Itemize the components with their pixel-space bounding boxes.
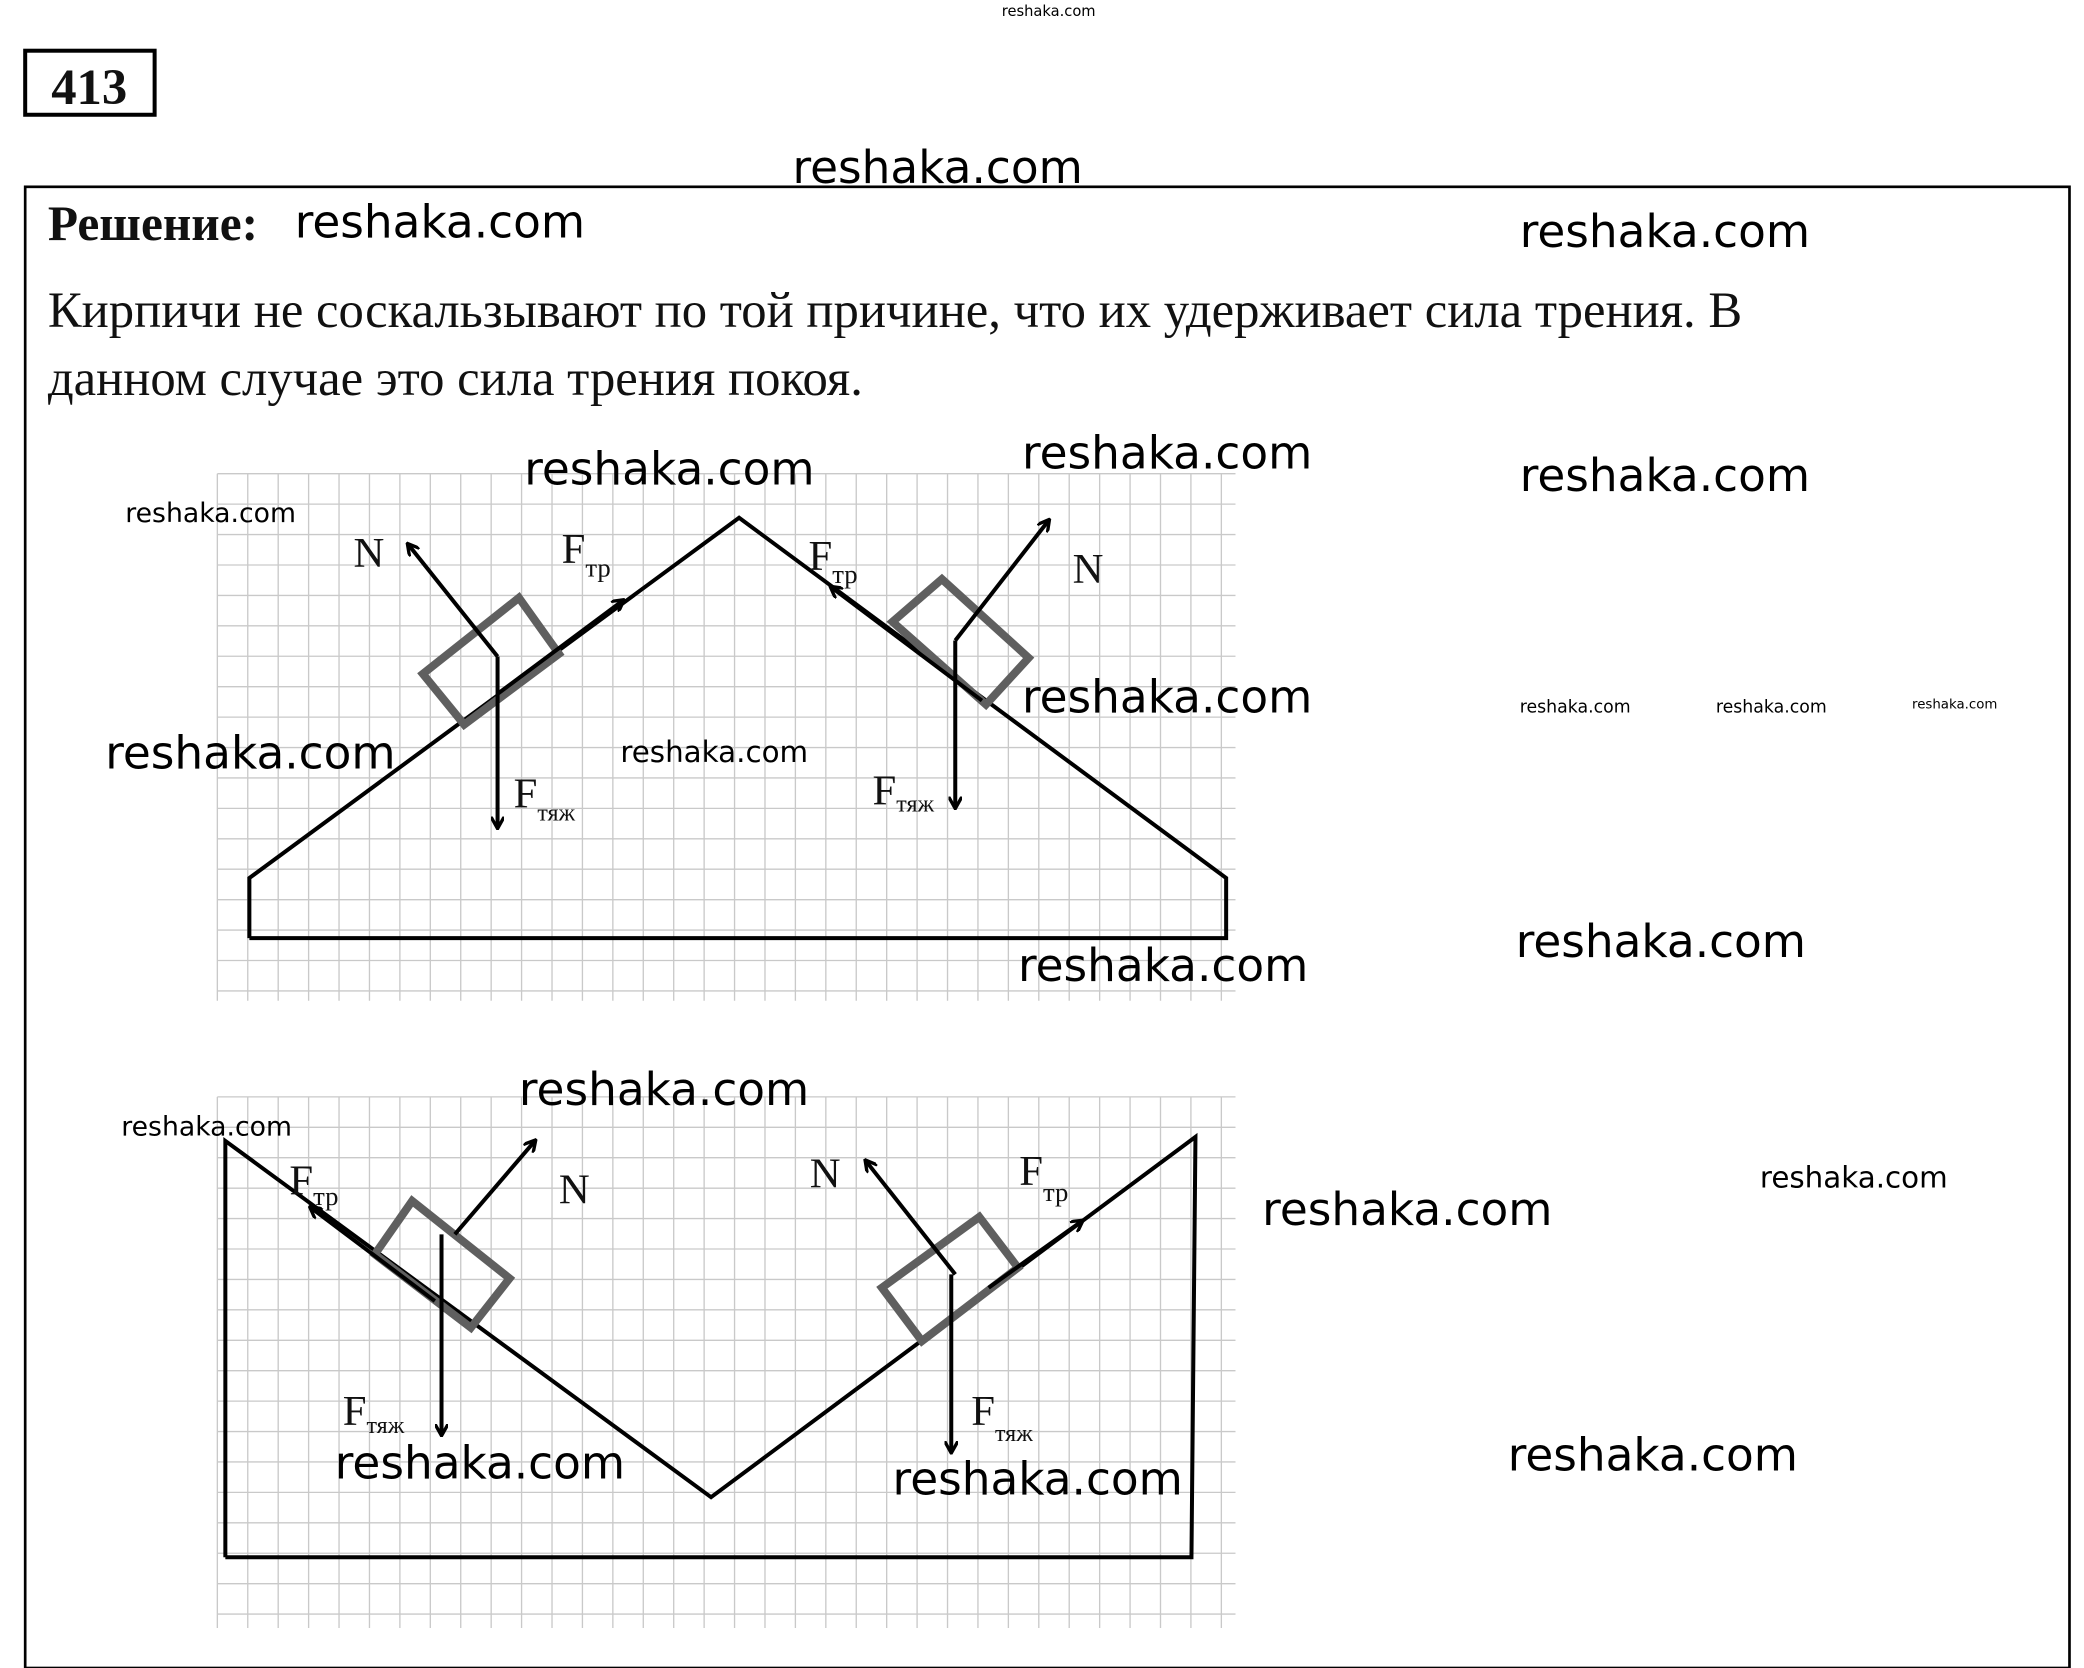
watermark: reshaka.com	[335, 1437, 625, 1490]
normal-arrow-left	[453, 1141, 535, 1236]
friction-arrow-left	[496, 600, 623, 696]
watermark: reshaka.com	[1022, 426, 1312, 479]
label-gravity: Fтяж	[514, 770, 576, 826]
label-gravity: Fтяж	[343, 1388, 405, 1439]
watermark: reshaka.com	[1520, 205, 1810, 258]
solution-heading: Решение:	[48, 196, 258, 251]
watermark: reshaka.com	[524, 442, 814, 495]
watermark: reshaka.com	[121, 1112, 292, 1143]
watermark: reshaka.com	[1760, 1161, 1948, 1195]
watermark: reshaka.com	[1912, 698, 1997, 713]
normal-arrow-right	[866, 1161, 957, 1276]
label-friction: Fтр	[1019, 1148, 1068, 1207]
label-friction: Fтр	[289, 1157, 338, 1211]
figure-valley	[216, 1096, 1236, 1628]
friction-arrow-right	[831, 587, 984, 703]
label-normal: N	[353, 530, 384, 577]
watermark: reshaka.com	[519, 1063, 809, 1116]
watermark: reshaka.com	[125, 498, 296, 529]
watermark: reshaka.com	[1520, 449, 1810, 502]
solution-text-line: данном случае это сила трения покоя.	[48, 350, 863, 406]
solution-frame	[23, 185, 2071, 1668]
watermarks: reshaka.com reshaka.com reshaka.com resh…	[105, 426, 1997, 1505]
solution-text-line: Кирпичи не соскальзывают по той причине,…	[48, 282, 1742, 338]
force-labels: N Fтр Fтр N Fтяж Fтяж Fтр N Fтяж N Fтр F…	[289, 526, 1103, 1447]
watermark: reshaka.com	[792, 141, 1082, 194]
label-normal: N	[559, 1167, 590, 1214]
watermark: reshaka.com	[1262, 1183, 1552, 1236]
watermark: reshaka.com	[1022, 671, 1312, 724]
brick-left	[369, 1195, 516, 1334]
label-gravity: Fтяж	[971, 1388, 1033, 1447]
watermark: reshaka.com	[1508, 1429, 1798, 1482]
figure-roof	[216, 473, 1236, 1001]
problem-number: 413	[51, 59, 127, 115]
friction-arrow-left	[311, 1208, 437, 1303]
label-friction: Fтр	[562, 526, 611, 582]
problem-number-box: 413	[23, 48, 157, 117]
grid-paper	[216, 1096, 1236, 1628]
label-normal: N	[810, 1151, 841, 1198]
watermark: reshaka.com	[1716, 698, 1827, 718]
label-normal: N	[1073, 546, 1104, 593]
watermark: reshaka.com	[295, 196, 585, 249]
brick-left	[417, 592, 565, 731]
watermark: reshaka.com	[105, 727, 395, 780]
watermark: reshaka.com	[1002, 3, 1096, 20]
watermark: reshaka.com	[1018, 939, 1308, 992]
label-gravity: Fтяж	[873, 768, 935, 818]
label-friction: Fтр	[808, 533, 857, 589]
watermark: reshaka.com	[893, 1453, 1183, 1506]
watermark: reshaka.com	[620, 735, 808, 769]
watermark: reshaka.com	[1520, 698, 1631, 718]
watermark: reshaka.com	[1516, 915, 1806, 968]
normal-arrow-right	[953, 520, 1048, 642]
normal-arrow-left	[408, 544, 500, 658]
grid-paper	[216, 473, 1236, 1001]
friction-arrow-right	[987, 1221, 1082, 1290]
